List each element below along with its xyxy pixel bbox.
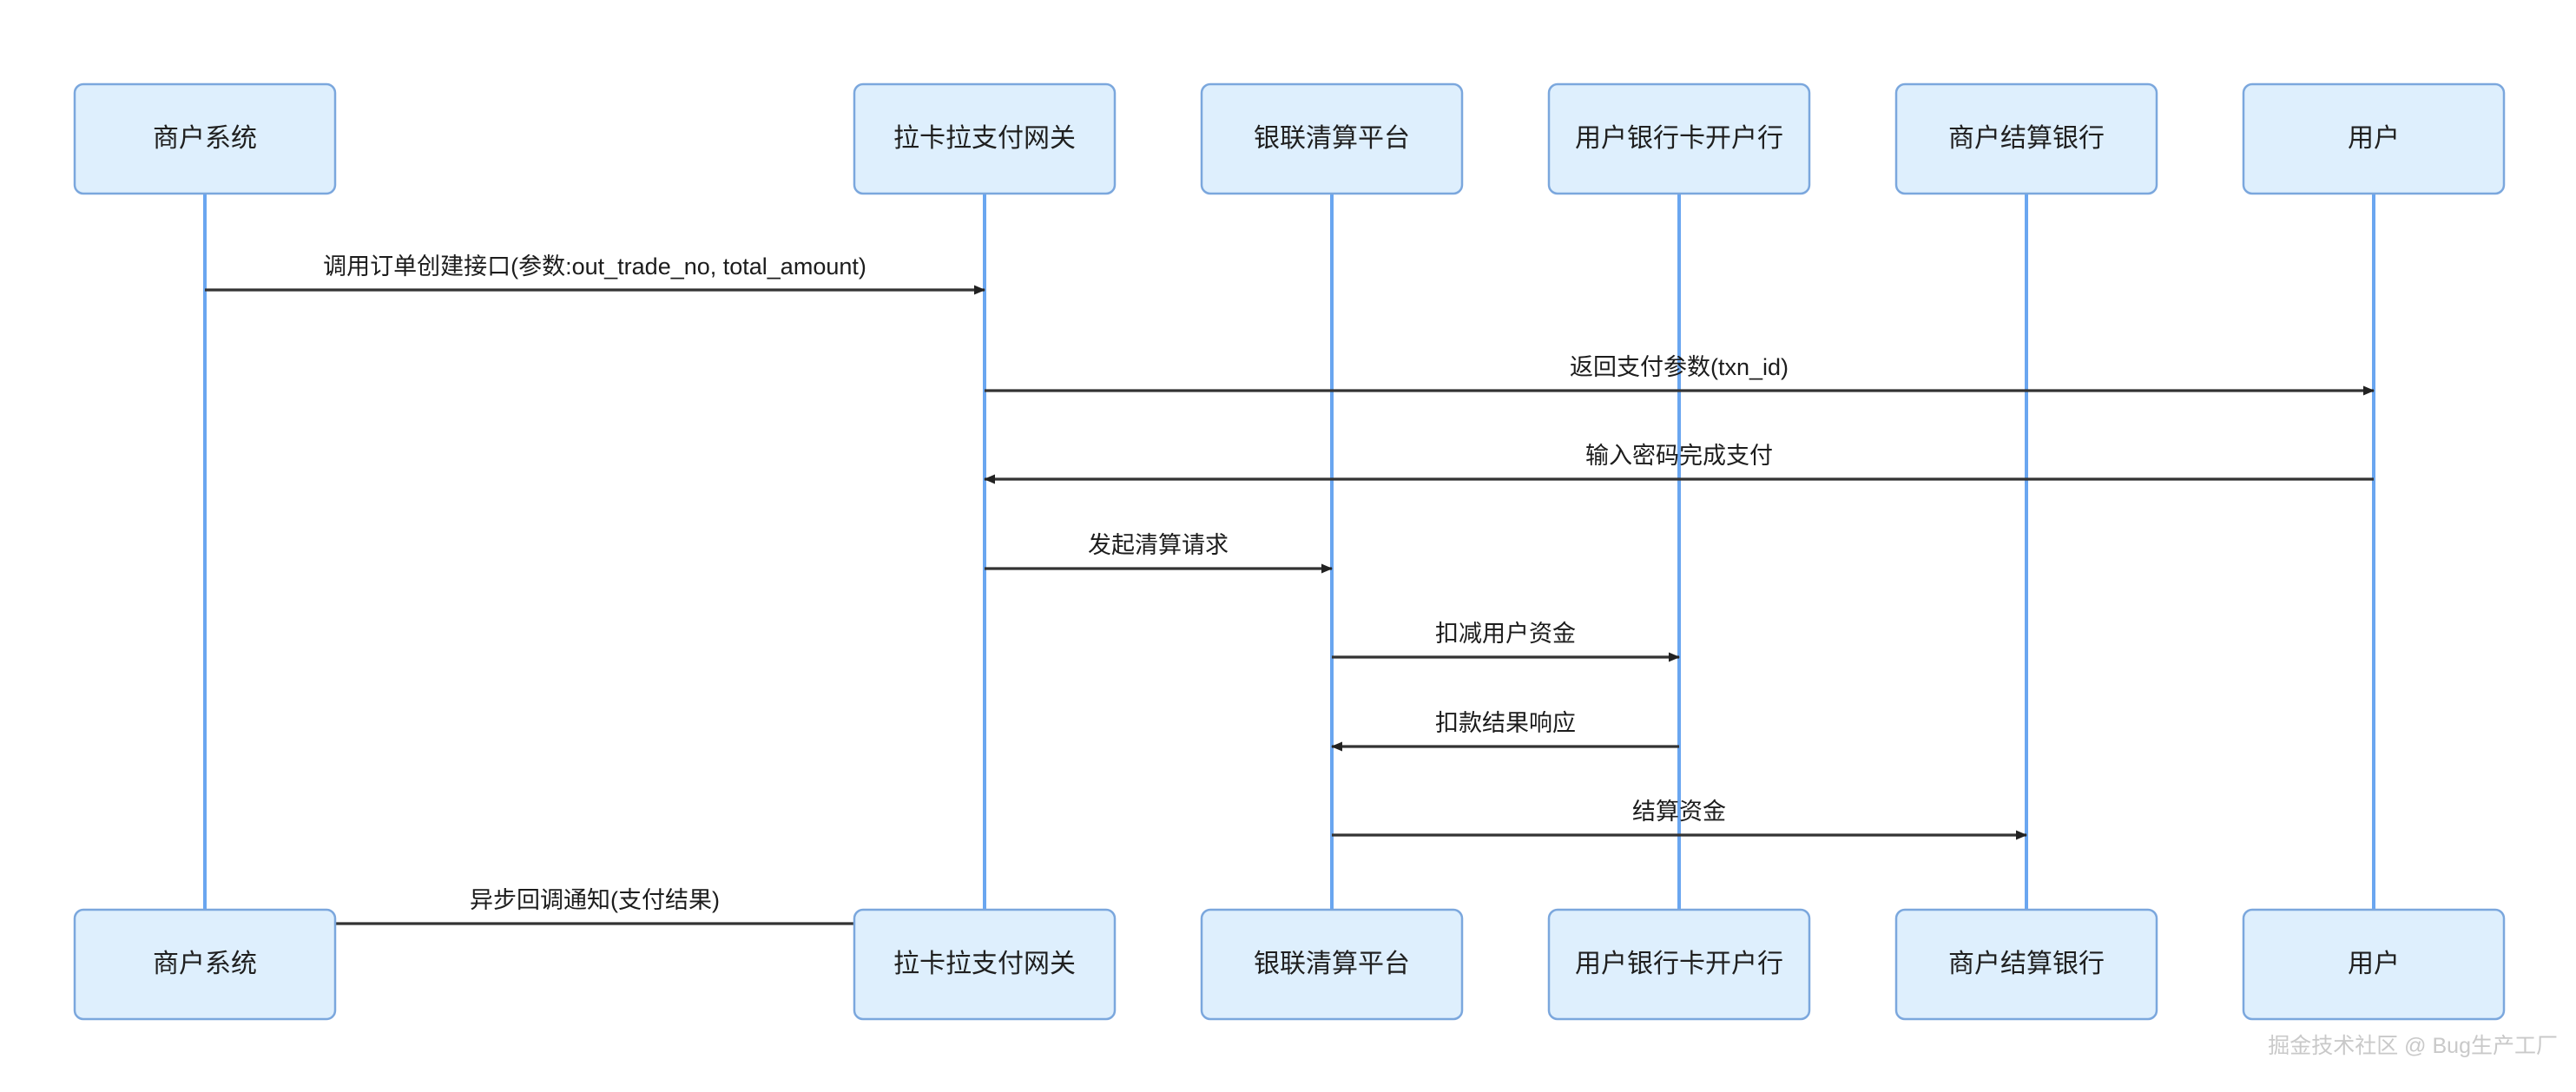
actor-label-unionpay-bottom: 银联清算平台	[1254, 950, 1410, 978]
message-label-8: 异步回调通知(支付结果)	[470, 887, 720, 913]
actor-box-issuer-top[interactable]	[1547, 82, 1811, 195]
actor-boxes-top: 商户系统 拉卡拉支付网关 银联清算平台 用户银行卡开户行 商户结算银行 用户	[73, 82, 2506, 195]
message-5[interactable]: 扣减用户资金	[1332, 621, 1680, 662]
actor-box-merchant-top[interactable]	[73, 82, 337, 195]
actor-label-settlebank-bottom: 商户结算银行	[1948, 950, 2105, 978]
actor-label-user-top: 用户	[2348, 124, 2400, 153]
actor-box-gateway-bottom[interactable]	[853, 908, 1117, 1021]
actor-user-bottom[interactable]: 用户	[2242, 908, 2506, 1021]
actor-gateway-bottom[interactable]: 拉卡拉支付网关	[853, 908, 1117, 1021]
actor-merchant-bottom[interactable]: 商户系统	[73, 908, 337, 1021]
actor-label-gateway-top: 拉卡拉支付网关	[893, 124, 1076, 153]
actor-box-unionpay-top[interactable]	[1200, 82, 1464, 195]
actor-label-merchant-top: 商户系统	[153, 124, 257, 153]
actor-settlebank-top[interactable]: 商户结算银行	[1894, 82, 2158, 195]
message-label-6: 扣款结果响应	[1435, 710, 1576, 736]
actor-merchant-top[interactable]: 商户系统	[73, 82, 337, 195]
lifelines-group	[203, 194, 2375, 910]
actor-box-user-bottom[interactable]	[2242, 908, 2506, 1021]
message-3[interactable]: 输入密码完成支付	[984, 443, 2374, 484]
message-2[interactable]: 返回支付参数(txn_id)	[985, 354, 2375, 396]
actor-box-issuer-bottom[interactable]	[1547, 908, 1811, 1021]
actor-box-merchant-bottom[interactable]	[73, 908, 337, 1021]
actor-box-settlebank-top[interactable]	[1894, 82, 2158, 195]
actor-user-top[interactable]: 用户	[2242, 82, 2506, 195]
actor-settlebank-bottom[interactable]: 商户结算银行	[1894, 908, 2158, 1021]
actor-issuer-bottom[interactable]: 用户银行卡开户行	[1547, 908, 1811, 1021]
message-6[interactable]: 扣款结果响应	[1331, 710, 1679, 752]
message-label-5: 扣减用户资金	[1435, 621, 1576, 647]
actor-label-merchant-bottom: 商户系统	[153, 950, 257, 978]
actor-box-settlebank-bottom[interactable]	[1894, 908, 2158, 1021]
messages-group: 调用订单创建接口(参数:out_trade_no, total_amount) 返…	[204, 253, 2375, 929]
message-label-2: 返回支付参数(txn_id)	[1570, 354, 1789, 380]
actor-box-unionpay-bottom[interactable]	[1200, 908, 1464, 1021]
actor-label-issuer-bottom: 用户银行卡开户行	[1575, 950, 1783, 978]
actor-label-user-bottom: 用户	[2348, 950, 2400, 978]
message-label-3: 输入密码完成支付	[1585, 443, 1773, 469]
message-label-7: 结算资金	[1632, 799, 1726, 825]
actor-unionpay-top[interactable]: 银联清算平台	[1200, 82, 1464, 195]
actor-issuer-top[interactable]: 用户银行卡开户行	[1547, 82, 1811, 195]
watermark-label: 掘金技术社区 @ Bug生产工厂	[2268, 1034, 2558, 1058]
actor-box-gateway-top[interactable]	[853, 82, 1117, 195]
actor-label-gateway-bottom: 拉卡拉支付网关	[893, 950, 1076, 978]
message-4[interactable]: 发起清算请求	[985, 532, 1333, 574]
message-1[interactable]: 调用订单创建接口(参数:out_trade_no, total_amount)	[205, 253, 985, 295]
actor-box-user-top[interactable]	[2242, 82, 2506, 195]
actor-gateway-top[interactable]: 拉卡拉支付网关	[853, 82, 1117, 195]
message-7[interactable]: 结算资金	[1332, 799, 2027, 840]
actor-label-issuer-top: 用户银行卡开户行	[1575, 124, 1783, 153]
message-label-1: 调用订单创建接口(参数:out_trade_no, total_amount)	[323, 253, 866, 280]
actor-label-settlebank-top: 商户结算银行	[1948, 124, 2105, 153]
message-label-4: 发起清算请求	[1088, 532, 1229, 558]
actor-unionpay-bottom[interactable]: 银联清算平台	[1200, 908, 1464, 1021]
actor-boxes-bottom: 商户系统 拉卡拉支付网关 银联清算平台 用户银行卡开户行 商户结算银行 用户	[73, 908, 2506, 1021]
actor-label-unionpay-top: 银联清算平台	[1254, 124, 1410, 153]
